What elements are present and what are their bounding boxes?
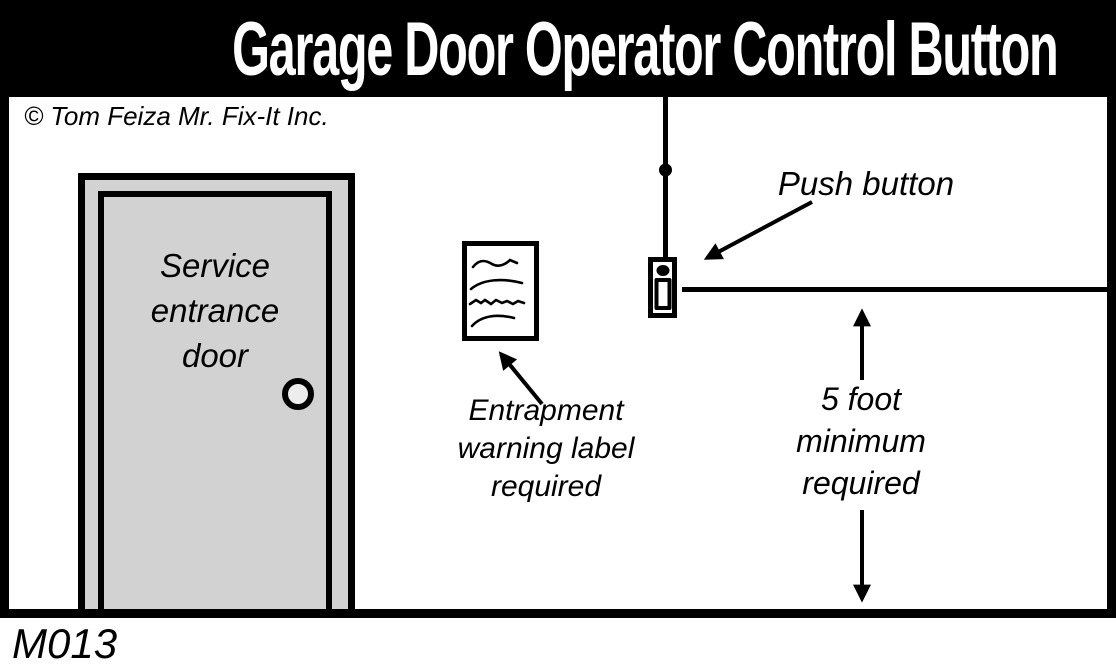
door-label-line: Service	[159, 247, 271, 284]
title-bar: Garage Door Operator Control Button	[0, 0, 1116, 97]
doorknob-icon	[282, 378, 314, 410]
clearance-caption: 5 foot minimum required	[771, 378, 951, 504]
entrapment-caption-line: required	[490, 470, 602, 503]
entrapment-warning-label	[462, 241, 539, 341]
push-button-label: Push button	[777, 165, 955, 202]
entrapment-caption-line: warning label	[457, 432, 635, 465]
drawing-code: M013	[12, 620, 118, 666]
door-label: Service entrance door	[98, 243, 332, 378]
door-label-line: door	[181, 337, 249, 374]
copyright-notice: © Tom Feiza Mr. Fix-It Inc.	[24, 101, 329, 131]
push-button-led	[656, 265, 669, 276]
entrapment-caption-line: Entrapment	[468, 394, 624, 427]
label-text-squiggle	[470, 314, 516, 328]
push-button-switch	[654, 278, 671, 310]
clearance-caption-line: 5 foot	[820, 381, 902, 417]
push-button-arrow	[703, 200, 813, 260]
entrapment-caption: Entrapment warning label required	[446, 392, 646, 506]
warning-label-squiggles	[468, 258, 526, 328]
wire-junction-dot	[659, 163, 672, 177]
push-button-icon	[648, 257, 677, 318]
clearance-caption-line: minimum	[796, 423, 926, 459]
label-text-squiggle	[468, 298, 526, 306]
diagram-title: Garage Door Operator Control Button	[232, 7, 1059, 92]
label-text-squiggle	[469, 278, 524, 291]
label-text-squiggle	[471, 258, 519, 269]
door-label-line: entrance	[150, 292, 280, 329]
clearance-caption-line: required	[802, 465, 920, 501]
